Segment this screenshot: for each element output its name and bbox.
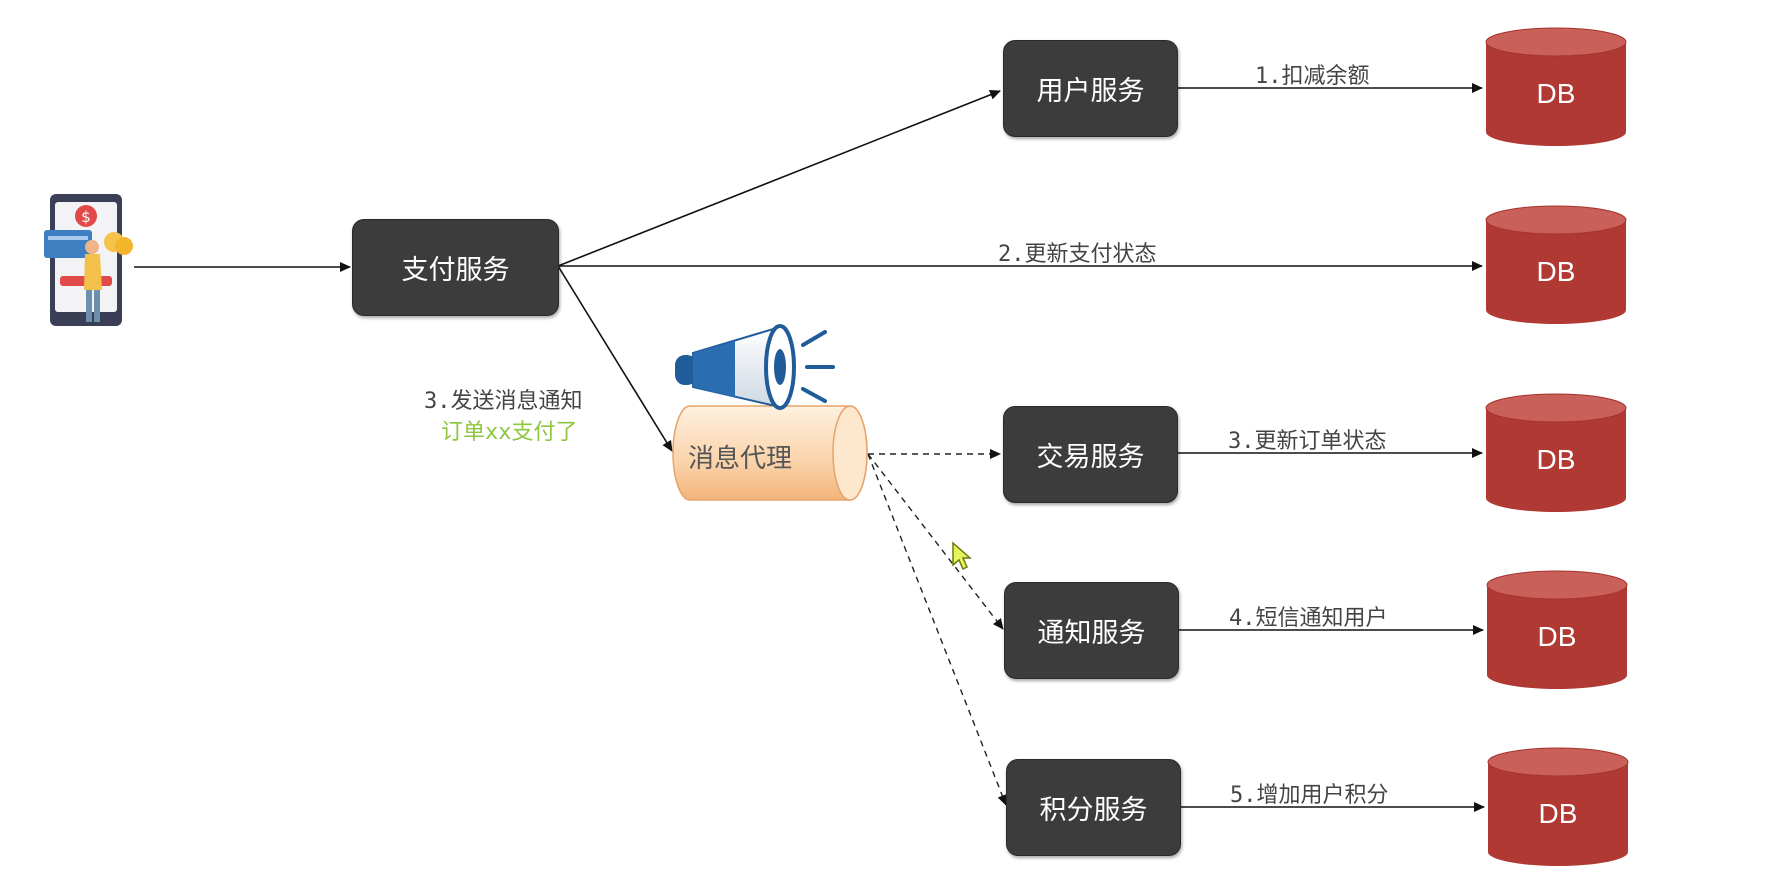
trade-service-box: 交易服务 (1003, 406, 1178, 503)
edge-broker-to-notify (867, 453, 1004, 630)
db-label-4: DB (1537, 621, 1577, 652)
megaphone-icon (675, 324, 835, 410)
edge-label-add-points: 5.增加用户积分 (1230, 783, 1389, 808)
phone-payment-icon: $ (44, 194, 133, 326)
notify-service-label: 通知服务 (1037, 618, 1146, 649)
edge-label-update-order: 3.更新订单状态 (1228, 429, 1387, 454)
db-label-1: DB (1536, 78, 1576, 109)
db-cylinder-5 (1487, 747, 1629, 866)
db-label-3: DB (1536, 444, 1576, 475)
payment-service-box: 支付服务 (352, 219, 559, 316)
cursor-icon (952, 541, 972, 571)
db-label-2: DB (1536, 256, 1576, 287)
edge-label-sms-notify: 4.短信通知用户 (1229, 606, 1388, 631)
db-cylinder-1 (1485, 27, 1627, 146)
trade-service-label: 交易服务 (1036, 442, 1145, 473)
edge-payment-to-user (557, 90, 1001, 267)
svg-text:$: $ (81, 208, 91, 226)
db-cylinder-3 (1485, 393, 1627, 512)
user-service-box: 用户服务 (1003, 40, 1178, 137)
edge-payment-to-broker (557, 265, 673, 452)
db-cylinder-2 (1485, 205, 1627, 324)
edge-label-update-payment: 2.更新支付状态 (998, 242, 1157, 267)
message-broker-cylinder (672, 405, 868, 501)
payment-service-label: 支付服务 (401, 255, 510, 286)
user-service-label: 用户服务 (1036, 76, 1145, 107)
points-service-label: 积分服务 (1039, 795, 1148, 826)
edge-label-deduct-balance: 1.扣减余额 (1255, 64, 1370, 89)
message-broker-label: 消息代理 (687, 444, 792, 474)
dashed-edges (867, 449, 1007, 806)
edge-label-send-message: 3.发送消息通知 (424, 389, 583, 414)
notify-service-box: 通知服务 (1004, 582, 1179, 679)
db-label-5: DB (1538, 798, 1578, 829)
edge-note-order-paid: 订单xx支付了 (441, 420, 578, 445)
database-cylinders (1485, 27, 1629, 866)
edge-broker-to-points (867, 453, 1007, 806)
db-cylinder-4 (1486, 570, 1628, 689)
solid-edges (134, 83, 1485, 812)
points-service-box: 积分服务 (1006, 759, 1181, 856)
